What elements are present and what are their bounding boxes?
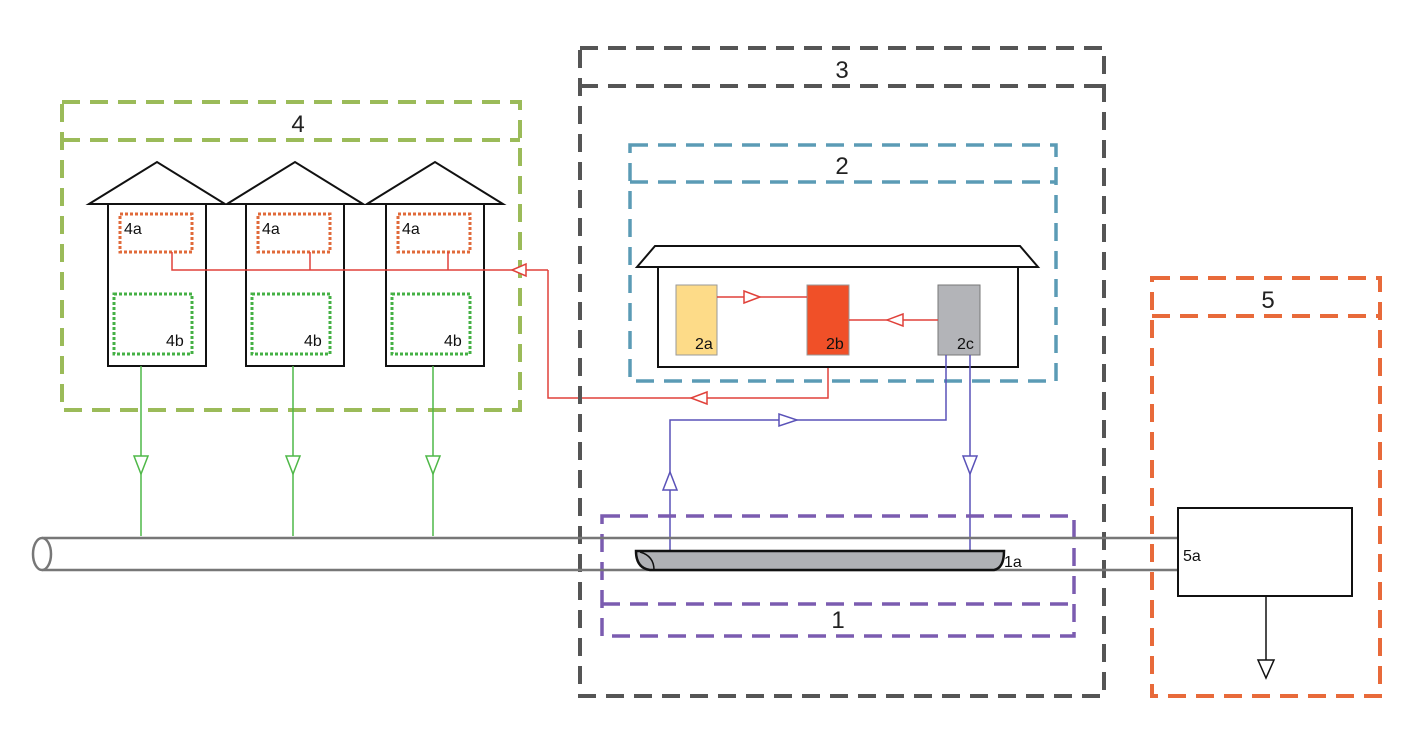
unit-4a-2: [256, 212, 332, 254]
red-arrow-left-2: [688, 390, 708, 406]
unit-4b-3: [390, 292, 472, 356]
unit-2b-label: 2b: [826, 336, 844, 353]
blue-arrow-right: [778, 412, 800, 428]
red-flow-internal: [717, 289, 938, 328]
red-flow-to-4a: [171, 252, 829, 406]
red-arrow-left-3: [884, 312, 904, 328]
red-arrow-left-1: [510, 262, 527, 278]
group-2-label: 2: [835, 153, 848, 180]
blue-flows: [661, 355, 979, 565]
group-3-container: 3: [578, 46, 1106, 698]
unit-4a-3-label: 4a: [402, 221, 420, 238]
group-2-container: 2: [628, 143, 1058, 383]
unit-4a-3: [396, 212, 472, 254]
unit-4a-1-label: 4a: [124, 221, 142, 238]
unit-2c-label: 2c: [957, 336, 974, 353]
group-3-label: 3: [835, 57, 848, 84]
green-arrow-2: [284, 455, 302, 477]
group-1-container: 1: [600, 514, 1076, 638]
group-5-container: 5: [1150, 276, 1382, 698]
house-3: 4a 4b: [363, 160, 507, 367]
red-arrow-right: [743, 289, 763, 305]
house-1: 4a 4b: [85, 160, 229, 367]
house-2: 4a 4b: [223, 160, 367, 367]
group-5-label: 5: [1261, 287, 1274, 314]
unit-5a: 5a: [1177, 507, 1353, 680]
unit-5a-label: 5a: [1183, 548, 1201, 565]
group-1-label: 1: [831, 607, 844, 634]
unit-4b-1: [112, 292, 194, 356]
plant-building: 2a 2b 2c: [634, 245, 1041, 368]
unit-2b: [806, 284, 850, 356]
unit-2a-label: 2a: [695, 336, 713, 353]
unit-1a: 1a: [634, 549, 1022, 572]
unit-4b-2: [250, 292, 332, 356]
blue-arrow-down: [961, 455, 979, 477]
group-4-label: 4: [291, 111, 304, 138]
unit-2a: [675, 284, 718, 356]
unit-4b-2-label: 4b: [304, 333, 322, 350]
green-flows: [132, 366, 442, 536]
blue-arrow-up: [661, 469, 679, 491]
green-arrow-3: [424, 455, 442, 477]
outlet-arrow-down: [1256, 659, 1276, 680]
unit-1a-label: 1a: [1004, 554, 1022, 571]
green-arrow-1: [132, 455, 150, 477]
unit-2c: [937, 284, 981, 356]
unit-4b-3-label: 4b: [444, 333, 462, 350]
group-4-container: 4: [60, 100, 522, 412]
unit-4b-1-label: 4b: [166, 333, 184, 350]
unit-4a-2-label: 4a: [262, 221, 280, 238]
unit-4a-1: [118, 212, 194, 254]
